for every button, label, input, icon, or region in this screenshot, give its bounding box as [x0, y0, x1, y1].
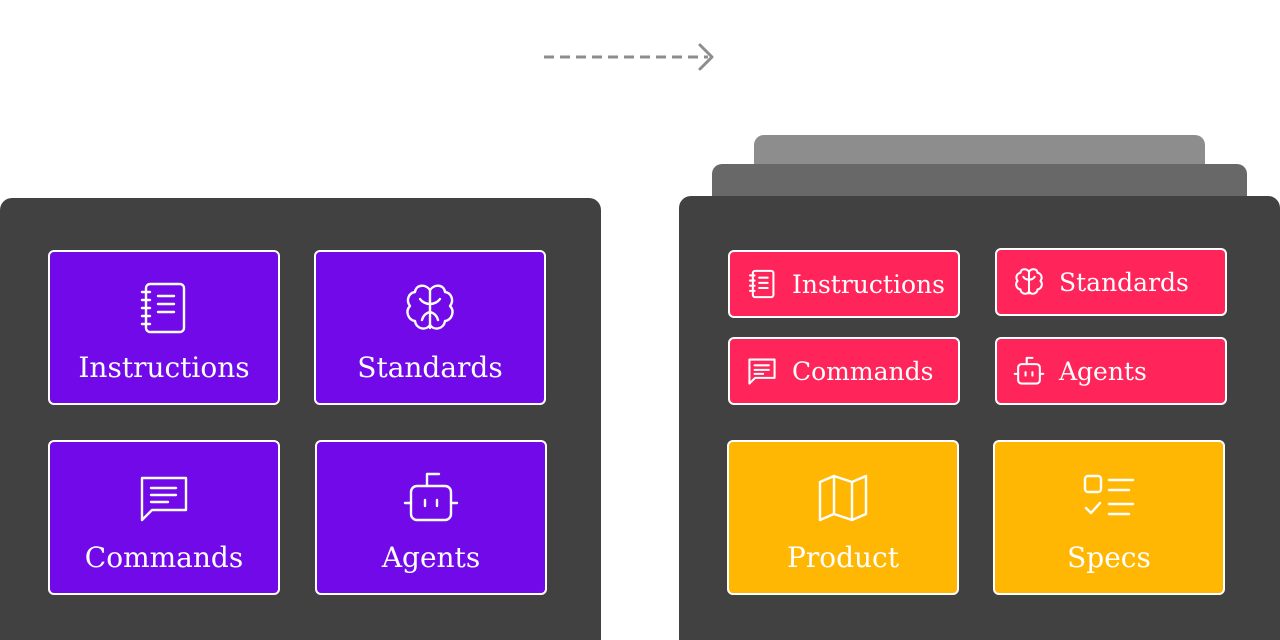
message-icon: [746, 355, 778, 387]
checklist-icon: [1081, 470, 1137, 526]
right-card-standards: Standards: [995, 248, 1227, 316]
notebook-icon: [136, 280, 192, 336]
card-label: Commands: [84, 540, 244, 574]
card-label: Standards: [1059, 267, 1189, 297]
card-label: Specs: [1067, 540, 1151, 574]
right-card-commands: Commands: [728, 337, 960, 405]
card-label: Instructions: [792, 269, 945, 299]
card-label: Instructions: [78, 350, 250, 384]
right-card-specs: Specs: [993, 440, 1225, 595]
dashed-arrow-icon: [544, 43, 714, 71]
left-card-instructions: Instructions: [48, 250, 280, 405]
robot-icon: [403, 470, 459, 526]
card-label: Agents: [1059, 356, 1147, 386]
robot-icon: [1013, 355, 1045, 387]
message-icon: [136, 470, 192, 526]
right-card-agents: Agents: [995, 337, 1227, 405]
right-card-product: Product: [727, 440, 959, 595]
left-card-standards: Standards: [314, 250, 546, 405]
card-label: Standards: [357, 350, 503, 384]
left-card-commands: Commands: [48, 440, 280, 595]
card-label: Product: [787, 540, 899, 574]
card-label: Agents: [381, 540, 481, 574]
right-card-instructions: Instructions: [728, 250, 960, 318]
brain-icon: [402, 280, 458, 336]
notebook-icon: [746, 268, 778, 300]
map-icon: [815, 470, 871, 526]
left-card-agents: Agents: [315, 440, 547, 595]
card-label: Commands: [792, 356, 934, 386]
brain-icon: [1013, 266, 1045, 298]
